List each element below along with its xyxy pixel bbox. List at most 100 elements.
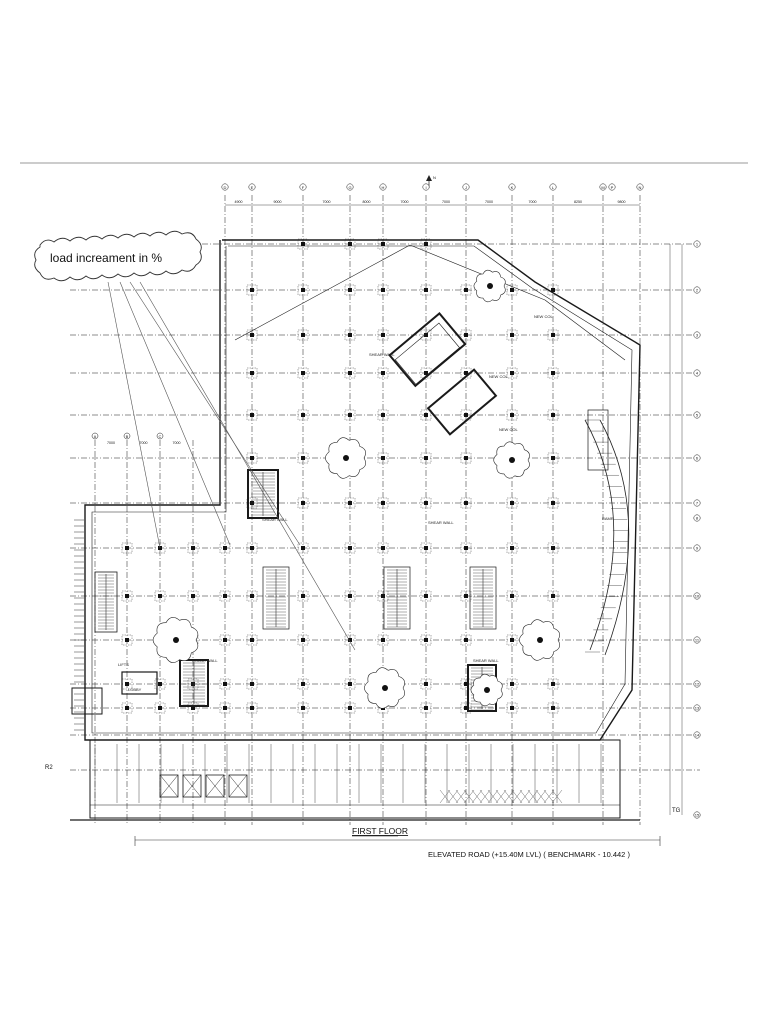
shear-wall-label: SHEAR WALL — [192, 658, 218, 663]
grid-bubble — [636, 183, 644, 191]
column — [551, 706, 555, 710]
grid-bubble — [422, 183, 430, 191]
grid-bubble — [599, 183, 607, 191]
column-footprint — [219, 634, 231, 646]
column-footprint — [377, 542, 389, 554]
dimension-text: 7000 — [485, 200, 493, 204]
column-footprint — [121, 590, 133, 602]
column-footprint — [344, 542, 356, 554]
column — [301, 456, 305, 460]
column-footprint — [344, 284, 356, 296]
column-footprint — [154, 590, 166, 602]
column — [464, 706, 468, 710]
dimension-text: 4900 — [235, 200, 243, 204]
column-footprint — [460, 590, 472, 602]
grid-bubble — [379, 183, 387, 191]
column-footprint — [547, 702, 559, 714]
column-footprint — [344, 634, 356, 646]
column-footprint — [219, 702, 231, 714]
column-footprint — [420, 702, 432, 714]
grid-bubble-label: 10 — [695, 594, 700, 599]
tree-trunk — [484, 687, 490, 693]
column-footprint — [460, 634, 472, 646]
column — [510, 706, 514, 710]
column — [250, 371, 254, 375]
column — [551, 333, 555, 337]
callout-text: load increament in % — [50, 251, 162, 265]
column — [348, 288, 352, 292]
column-footprint — [420, 542, 432, 554]
column-footprint — [297, 542, 309, 554]
column — [424, 288, 428, 292]
grid-bubble — [693, 499, 701, 507]
grid-bubble — [608, 183, 616, 191]
dimension-text: 7000 — [173, 441, 181, 445]
column-footprint — [297, 634, 309, 646]
lift-shaft — [228, 774, 248, 798]
grid-bubble-label: 15 — [695, 813, 700, 818]
column — [125, 638, 129, 642]
grid-bubble-label: 13 — [695, 706, 700, 711]
dimension-text: 9000 — [274, 200, 282, 204]
grid-bubble-label: N — [639, 185, 642, 190]
column-footprint — [344, 590, 356, 602]
column-footprint — [377, 329, 389, 341]
column-footprint — [246, 590, 258, 602]
grid-bubble — [123, 432, 131, 440]
hatch-line — [503, 789, 515, 804]
column — [301, 546, 305, 550]
column — [424, 594, 428, 598]
column-footprint — [460, 702, 472, 714]
column — [424, 413, 428, 417]
lifts-label: LIFTS — [118, 662, 129, 667]
column — [223, 706, 227, 710]
column — [348, 546, 352, 550]
dimension-text: 7000 — [323, 200, 331, 204]
column-footprint — [344, 497, 356, 509]
column-footprint — [297, 497, 309, 509]
column — [551, 371, 555, 375]
grid-bubble-label: P — [611, 185, 614, 190]
grid-bubble — [693, 592, 701, 600]
column-footprint — [420, 452, 432, 464]
hatch-line — [543, 789, 555, 804]
column — [250, 288, 254, 292]
grid-bubble — [693, 454, 701, 462]
column-footprint — [187, 542, 199, 554]
column — [250, 456, 254, 460]
column — [301, 594, 305, 598]
tree-trunk — [487, 283, 493, 289]
column-footprint — [297, 452, 309, 464]
new-col-label: NEW COL — [499, 427, 518, 432]
column — [250, 706, 254, 710]
grid-bubble — [462, 183, 470, 191]
column — [125, 594, 129, 598]
column-footprint — [219, 678, 231, 690]
grid-bubble-label: 2 — [696, 288, 699, 293]
grid-bubble-label: 1 — [696, 242, 699, 247]
tg-label: TG — [672, 808, 681, 814]
r2-label: R2 — [45, 765, 53, 771]
column — [348, 242, 352, 246]
grid-bubble-label: 7 — [696, 501, 699, 506]
column — [301, 638, 305, 642]
elevation-note: ELEVATED ROAD (+15.40M LVL) ( BENCHMARK … — [428, 850, 630, 859]
column-footprint — [547, 452, 559, 464]
column-footprint — [297, 238, 309, 250]
column-footprint — [506, 542, 518, 554]
grid-bubble-label: 6 — [696, 456, 699, 461]
column — [551, 501, 555, 505]
column — [301, 706, 305, 710]
column-footprint — [246, 452, 258, 464]
lift-shaft — [205, 774, 225, 798]
dimension-text: 7000 — [401, 200, 409, 204]
grid-bubble-label: 3 — [696, 333, 699, 338]
column-footprint — [297, 329, 309, 341]
column-footprint — [187, 590, 199, 602]
dimension-text: 9800 — [618, 200, 626, 204]
column-footprint — [246, 367, 258, 379]
tree-trunk — [537, 637, 543, 643]
north-label: N — [433, 175, 436, 180]
tree-trunk — [509, 457, 515, 463]
column — [250, 638, 254, 642]
